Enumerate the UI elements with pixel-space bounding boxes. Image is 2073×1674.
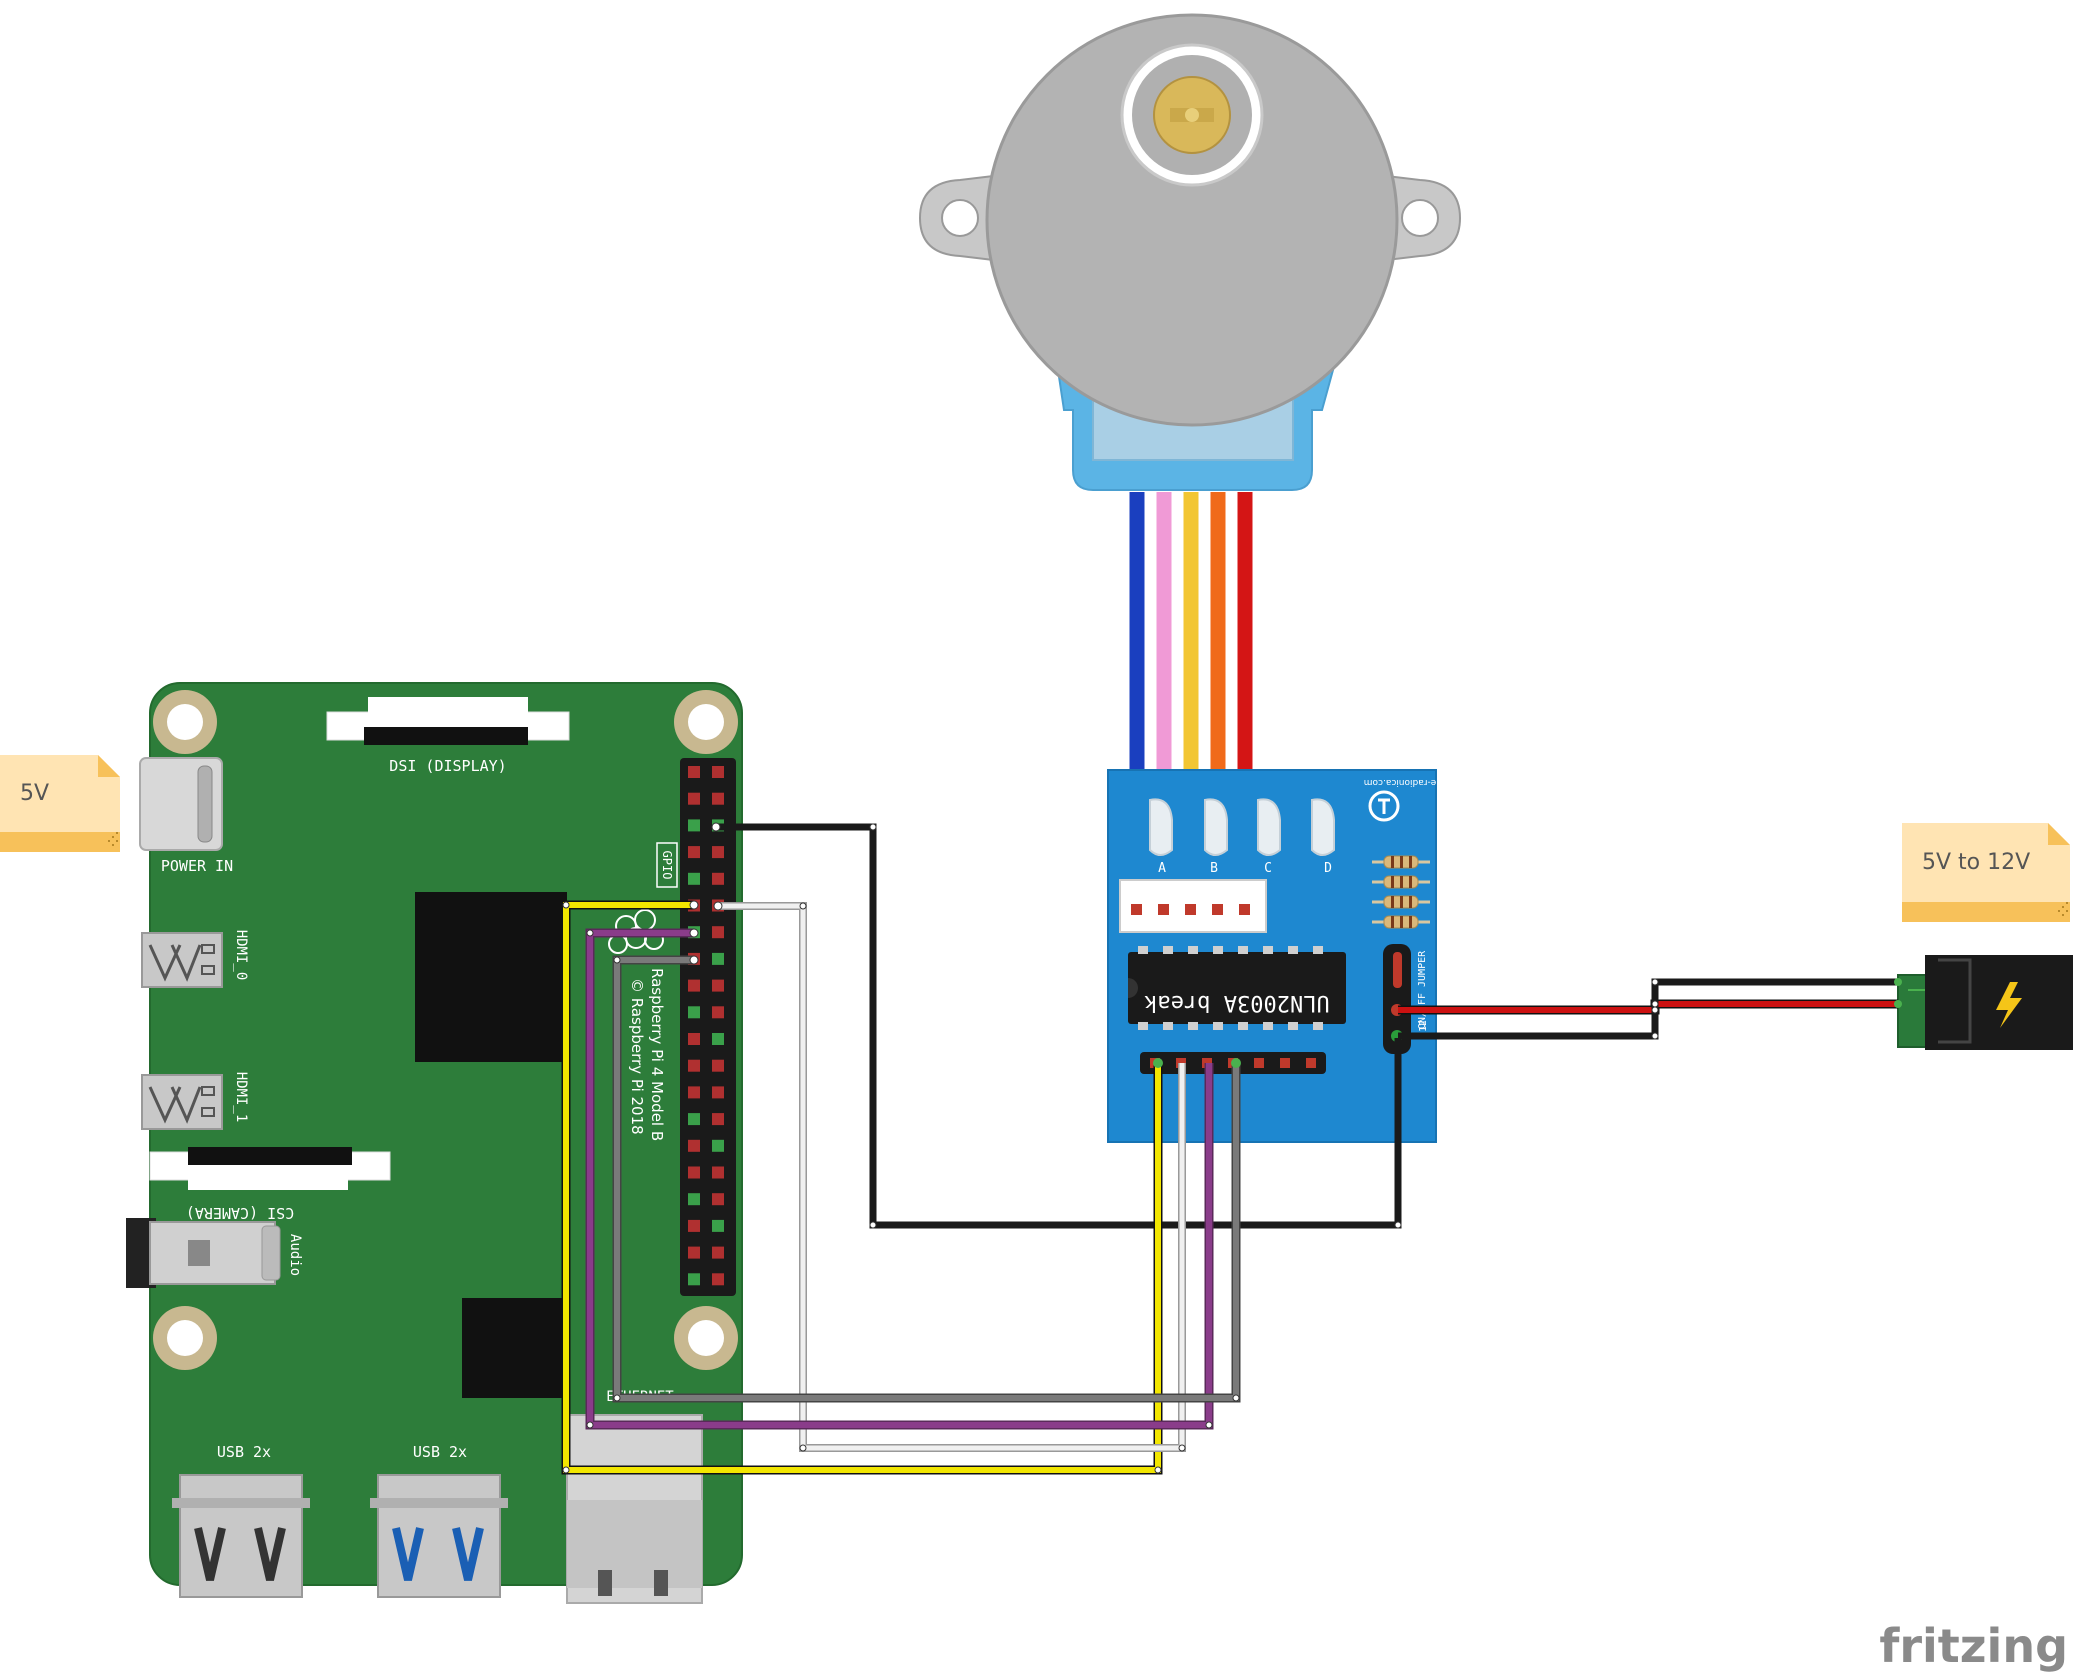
gpio-pin bbox=[688, 979, 700, 992]
csi-connector bbox=[149, 1147, 391, 1190]
gpio-pin bbox=[688, 819, 700, 832]
stepper-motor bbox=[918, 13, 1462, 491]
gpio-pin bbox=[712, 1006, 724, 1019]
soc-chip bbox=[415, 892, 567, 1062]
gpio-pin bbox=[712, 846, 724, 859]
gpio-pin bbox=[688, 1219, 700, 1232]
gpio-header bbox=[680, 758, 736, 1296]
gpio-pin bbox=[712, 792, 724, 805]
gpio-pin bbox=[688, 872, 700, 885]
usb-a-label: USB 2x bbox=[217, 1443, 271, 1461]
dsi-connector bbox=[326, 697, 570, 745]
hdmi-0-label: HDMI_0 bbox=[233, 930, 249, 981]
driver-site-text: e-radionica.com bbox=[1364, 777, 1436, 787]
audio-label: Audio bbox=[287, 1234, 303, 1276]
power-pin-label: 12 bbox=[1418, 1020, 1429, 1032]
ethernet-port bbox=[566, 1414, 703, 1604]
gpio-pin bbox=[688, 1193, 700, 1206]
gpio-pin bbox=[712, 1246, 724, 1259]
gpio-pin bbox=[688, 1086, 700, 1099]
led-label-c: C bbox=[1264, 861, 1272, 876]
gpio-pin bbox=[712, 1219, 724, 1232]
gpio-pin bbox=[712, 1166, 724, 1179]
gpio-pin bbox=[688, 1113, 700, 1126]
gpio-pin bbox=[712, 952, 724, 965]
gpio-pin bbox=[712, 1059, 724, 1072]
gpio-pin bbox=[712, 1273, 724, 1286]
gpio-pin bbox=[688, 1246, 700, 1259]
gpio-pin bbox=[688, 1166, 700, 1179]
resistor-array bbox=[1372, 855, 1430, 929]
usb-2-ports bbox=[172, 1474, 310, 1598]
gpio-pin bbox=[712, 1139, 724, 1152]
power-in-label: POWER IN bbox=[161, 857, 233, 875]
dsi-label: DSI (DISPLAY) bbox=[389, 757, 506, 775]
copyright-label: © Raspberry Pi 2018 bbox=[628, 978, 646, 1135]
fritzing-brand: fritzing bbox=[1879, 1619, 2068, 1673]
gpio-pin bbox=[688, 766, 700, 778]
usb-b-label: USB 2x bbox=[413, 1443, 467, 1461]
gpio-pin bbox=[688, 846, 700, 859]
uln2003-driver-board: A B C D e-radionica.com bbox=[1107, 769, 1437, 1143]
uln2003-chip bbox=[1128, 952, 1346, 1024]
hdmi-1-port bbox=[141, 1074, 223, 1130]
mounting-holes bbox=[153, 690, 738, 1370]
uln2003-chip-label: ULN2003A break bbox=[1144, 990, 1329, 1015]
lightning-icon bbox=[1996, 982, 2022, 1028]
gpio-pin bbox=[712, 979, 724, 992]
gpio-pin bbox=[712, 1086, 724, 1099]
model-label: Raspberry Pi 4 Model B bbox=[648, 968, 666, 1141]
gpio-pin bbox=[688, 792, 700, 805]
dc-barrel-jack bbox=[1897, 955, 2073, 1050]
audio-jack bbox=[126, 1218, 281, 1288]
note-driver-power bbox=[1902, 823, 2070, 922]
led-label-a: A bbox=[1158, 861, 1166, 876]
jumper-label: ON/OFF JUMPER bbox=[1417, 950, 1428, 1029]
note-pi-power bbox=[0, 755, 120, 852]
hdmi-1-label: HDMI_1 bbox=[233, 1072, 249, 1123]
gpio-pin bbox=[712, 926, 724, 939]
usb-3-ports bbox=[370, 1474, 508, 1598]
note-driver-power-text: 5V to 12V bbox=[1922, 850, 2030, 875]
gpio-pin bbox=[688, 1139, 700, 1152]
gpio-pin bbox=[712, 766, 724, 778]
raspberry-pi-4: DSI (DISPLAY) POWER IN HDMI_0 HDMI_1 bbox=[126, 682, 743, 1604]
gpio-pin bbox=[712, 1113, 724, 1126]
gpio-pin bbox=[712, 1193, 724, 1206]
gpio-pin bbox=[688, 1006, 700, 1019]
led-label-d: D bbox=[1324, 861, 1332, 876]
usb-c-power-port bbox=[139, 757, 223, 851]
gpio-label: GPIO bbox=[660, 851, 674, 880]
gpio-pin bbox=[688, 1059, 700, 1072]
eradionica-logo-icon bbox=[1368, 790, 1400, 822]
hdmi-0-port bbox=[141, 932, 223, 988]
usb-controller-chip bbox=[462, 1298, 562, 1398]
wire-endpoints bbox=[562, 822, 1659, 1474]
csi-label: CSI (CAMERA) bbox=[186, 1204, 294, 1222]
gpio-pin bbox=[712, 872, 724, 885]
gpio-pin bbox=[712, 1033, 724, 1045]
gpio-pin bbox=[688, 1033, 700, 1045]
led-label-b: B bbox=[1210, 861, 1218, 876]
gpio-pin bbox=[688, 1273, 700, 1286]
note-pi-power-text: 5V bbox=[20, 781, 49, 806]
